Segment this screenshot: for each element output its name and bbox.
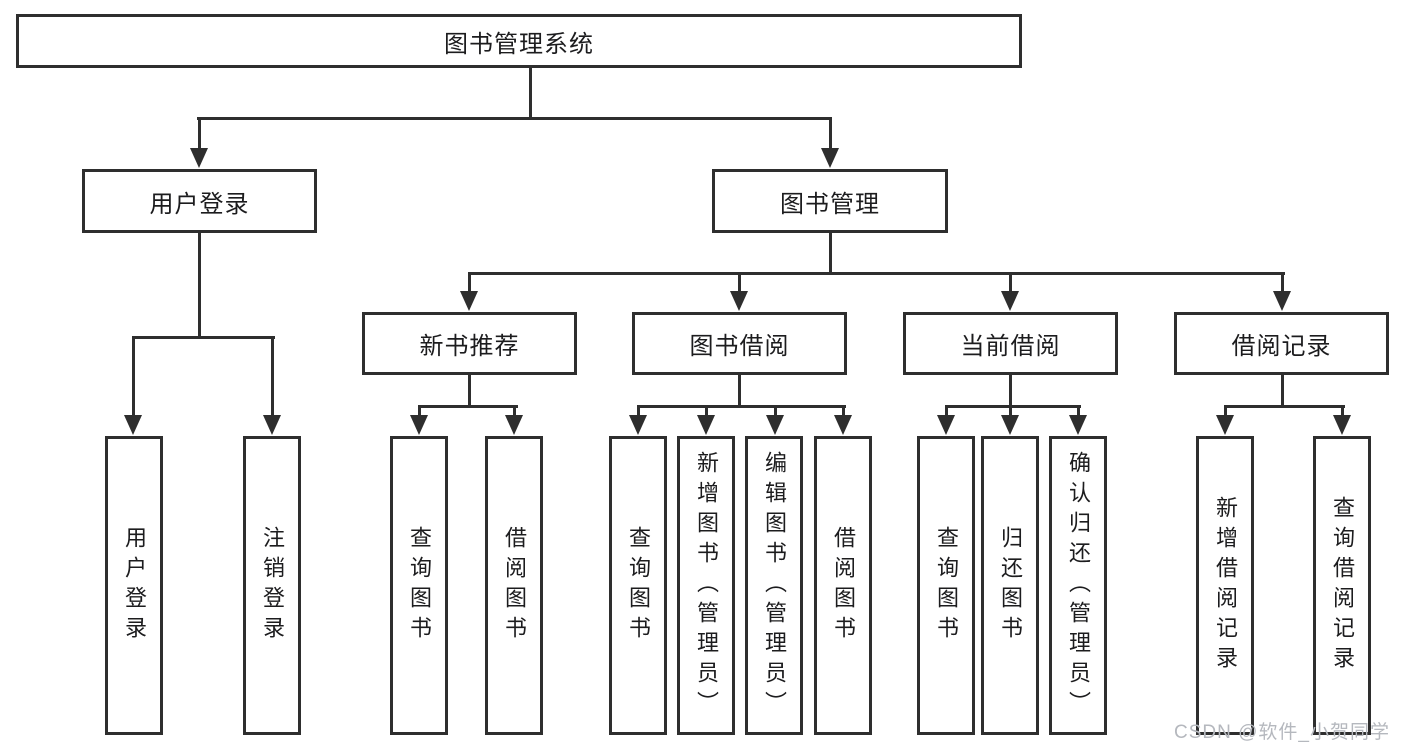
arrow-down-icon — [124, 415, 142, 435]
arrow-down-icon — [821, 148, 839, 168]
node-borrowing-records: 借阅记录 — [1174, 312, 1389, 375]
connector-shaft — [418, 405, 421, 419]
leaf-user-login: 用户登录 — [105, 436, 163, 735]
leaf-label: 查询图书 — [934, 525, 959, 646]
node-library-management-system: 图书管理系统 — [16, 14, 1022, 68]
connector-bookmgmt-hbar — [468, 272, 1285, 275]
leaf-label: 借阅图书 — [831, 525, 856, 646]
connector-shaft — [842, 405, 845, 419]
arrow-down-icon — [1069, 415, 1087, 435]
node-label: 当前借阅 — [960, 333, 1061, 360]
connector-shaft — [637, 405, 640, 419]
connector-shaft — [1077, 405, 1080, 419]
node-book-management: 图书管理 — [712, 169, 948, 233]
leaf-return-books: 归还图书 — [981, 436, 1039, 735]
leaf-label: 注销登录 — [260, 525, 285, 646]
connector-shaft — [468, 272, 471, 294]
leaf-recommend-query-books: 查询图书 — [390, 436, 448, 735]
csdn-watermark: CSDN @软件_小贺同学 — [1174, 722, 1390, 743]
node-label: 图书借阅 — [689, 333, 790, 360]
node-label: 用户登录 — [149, 190, 250, 218]
leaf-label: 编辑图书（管理员） — [762, 450, 787, 721]
connector-shaft — [945, 405, 948, 419]
leaf-label: 借阅图书 — [502, 525, 527, 646]
leaf-recommend-borrow-books: 借阅图书 — [485, 436, 543, 735]
connector-shaft — [1009, 405, 1012, 419]
node-label: 图书管理 — [780, 190, 880, 218]
arrow-down-icon — [834, 415, 852, 435]
leaf-label: 查询图书 — [407, 525, 432, 646]
connector-shaft — [1281, 272, 1284, 294]
leaf-label: 用户登录 — [122, 525, 147, 646]
arrow-down-icon — [629, 415, 647, 435]
connector-shaft — [705, 405, 708, 419]
connector-trunk — [738, 375, 741, 406]
connector-userlogin-hbar — [132, 336, 275, 339]
connector-userlogin-trunk — [198, 233, 201, 337]
connector-shaft — [198, 117, 201, 151]
node-label: 借阅记录 — [1231, 333, 1332, 360]
connector-shaft — [1009, 272, 1012, 294]
leaf-confirm-return-admin: 确认归还（管理员） — [1049, 436, 1107, 735]
connector-shaft — [1224, 405, 1227, 419]
connector-shaft — [738, 272, 741, 294]
connector-shaft — [1341, 405, 1344, 419]
connector-hbar — [945, 405, 1081, 408]
connector-shaft — [271, 336, 274, 418]
connector-trunk — [1009, 375, 1012, 406]
leaf-borrowing-query-books: 查询图书 — [609, 436, 667, 735]
arrow-down-icon — [1216, 415, 1234, 435]
connector-shaft — [774, 405, 777, 419]
connector-shaft — [132, 336, 135, 418]
node-user-login: 用户登录 — [82, 169, 317, 233]
leaf-borrowing-borrow-books: 借阅图书 — [814, 436, 872, 735]
arrow-down-icon — [263, 415, 281, 435]
leaf-label: 归还图书 — [998, 525, 1023, 646]
leaf-label: 查询图书 — [626, 525, 651, 646]
leaf-label: 确认归还（管理员） — [1066, 450, 1091, 721]
connector-shaft — [513, 405, 516, 419]
leaf-add-borrow-record: 新增借阅记录 — [1196, 436, 1254, 735]
node-label: 图书管理系统 — [444, 30, 594, 58]
arrow-down-icon — [1001, 415, 1019, 435]
leaf-add-book-admin: 新增图书（管理员） — [677, 436, 735, 735]
leaf-label: 查询借阅记录 — [1330, 495, 1355, 676]
node-new-book-recommend: 新书推荐 — [362, 312, 577, 375]
arrow-down-icon — [505, 415, 523, 435]
connector-shaft — [829, 117, 832, 151]
arrow-down-icon — [190, 148, 208, 168]
leaf-label: 新增图书（管理员） — [694, 450, 719, 721]
connector-hbar — [418, 405, 518, 408]
leaf-current-query-books: 查询图书 — [917, 436, 975, 735]
connector-hbar — [1224, 405, 1345, 408]
node-book-borrowing: 图书借阅 — [632, 312, 847, 375]
leaf-query-borrow-record: 查询借阅记录 — [1313, 436, 1371, 735]
arrow-down-icon — [460, 291, 478, 311]
leaf-logout: 注销登录 — [243, 436, 301, 735]
connector-hbar — [637, 405, 846, 408]
connector-trunk — [1281, 375, 1284, 406]
arrow-down-icon — [697, 415, 715, 435]
connector-bookmgmt-trunk — [829, 233, 832, 273]
connector-root-trunk — [529, 68, 532, 118]
leaf-label: 新增借阅记录 — [1213, 495, 1238, 676]
node-label: 新书推荐 — [419, 333, 520, 360]
connector-root-hbar — [197, 117, 831, 120]
arrow-down-icon — [766, 415, 784, 435]
leaf-edit-book-admin: 编辑图书（管理员） — [745, 436, 803, 735]
arrow-down-icon — [1001, 291, 1019, 311]
arrow-down-icon — [1273, 291, 1291, 311]
node-current-borrowing: 当前借阅 — [903, 312, 1118, 375]
arrow-down-icon — [730, 291, 748, 311]
arrow-down-icon — [1333, 415, 1351, 435]
connector-trunk — [468, 375, 471, 406]
arrow-down-icon — [410, 415, 428, 435]
arrow-down-icon — [937, 415, 955, 435]
